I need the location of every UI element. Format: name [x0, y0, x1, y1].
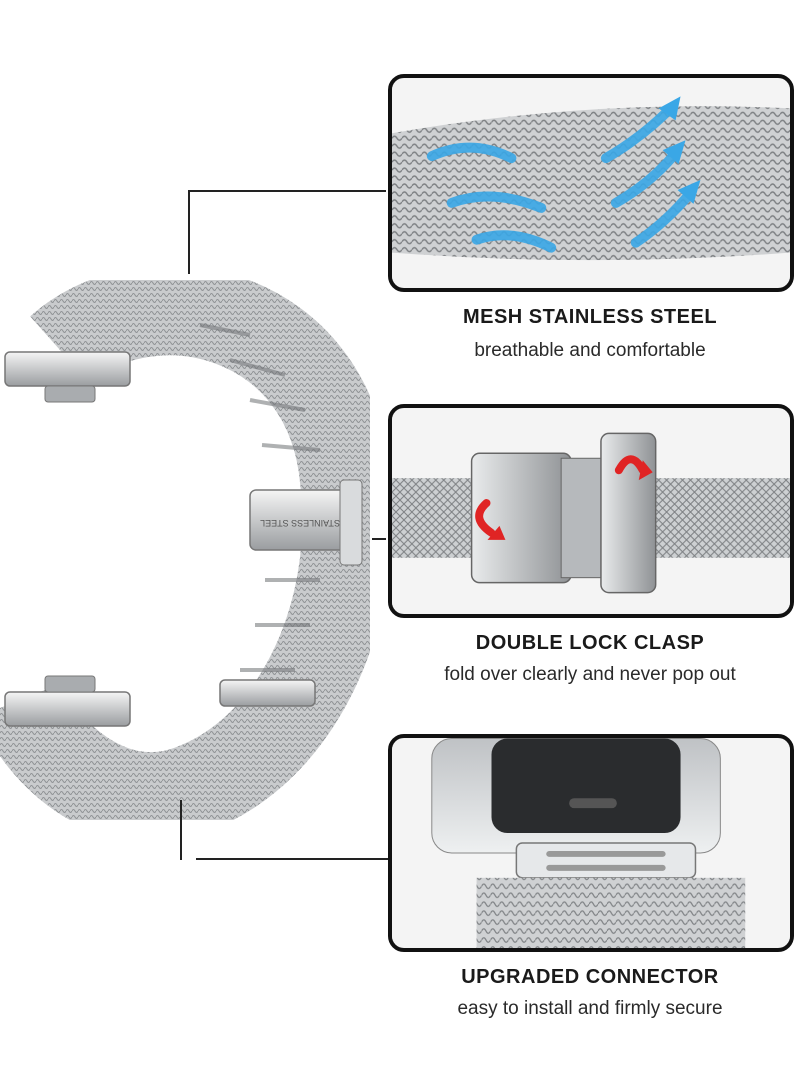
mesh-band-image: STAINLESS STEEL [0, 280, 370, 820]
mesh-closeup-panel [388, 74, 794, 292]
mesh-closeup-image [392, 78, 790, 288]
feature-title-connector: UPGRADED CONNECTOR [461, 966, 719, 988]
connector-closeup-image [392, 738, 790, 948]
feature-subtitle-connector: easy to install and firmly secure [457, 998, 723, 1019]
clasp-engraving: STAINLESS STEEL [260, 518, 340, 528]
clasp-closeup-image [392, 408, 790, 614]
leader-line-1-horizontal [188, 190, 386, 192]
keeper-loop [219, 679, 316, 707]
leader-line-1-vertical [188, 190, 190, 274]
mesh-band-illustration: STAINLESS STEEL [0, 280, 370, 820]
top-connector-plate [4, 351, 131, 387]
feature-title-mesh: MESH STAINLESS STEEL [462, 306, 718, 328]
feature-subtitle-clasp: fold over clearly and never pop out [444, 664, 736, 685]
feature-subtitle-mesh: breathable and comfortable [474, 340, 706, 361]
airflow-arrows [426, 103, 696, 253]
bottom-connector-plate [4, 691, 131, 727]
leader-line-3-vertical [180, 800, 182, 860]
feature-title-clasp: DOUBLE LOCK CLASP [475, 632, 705, 654]
connector-closeup-panel [388, 734, 794, 952]
leader-line-2-horizontal [372, 538, 386, 540]
clasp-closeup-panel [388, 404, 794, 618]
lock-arrows [475, 455, 647, 537]
leader-line-3-horizontal [196, 858, 388, 860]
